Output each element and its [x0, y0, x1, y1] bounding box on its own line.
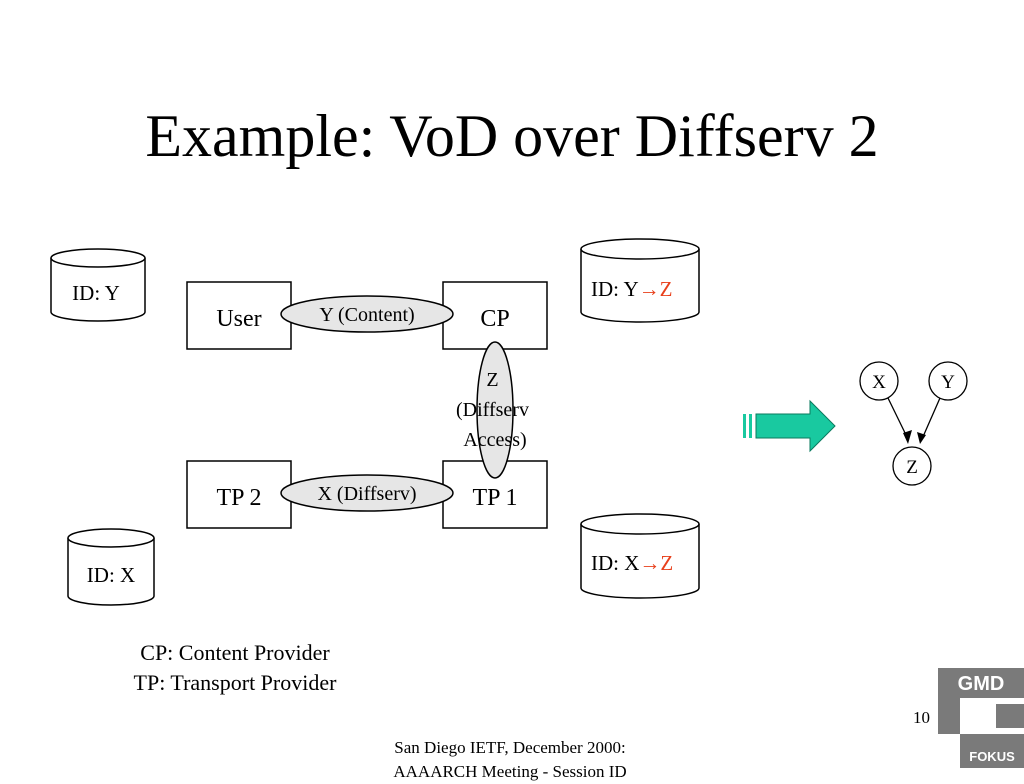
- legend-line: CP: Content Provider: [140, 640, 330, 665]
- cp-label: CP: [480, 306, 509, 332]
- tp1-id-label: ID: X→Z: [591, 551, 673, 575]
- legend-line: TP: Transport Provider: [133, 670, 337, 695]
- slide-title: Example: VoD over Diffserv 2: [145, 103, 879, 169]
- slide-footer: San Diego IETF, December 2000: AAAARCH M…: [360, 736, 660, 784]
- footer-line: AAAARCH Meeting - Session ID: [393, 762, 627, 781]
- abbreviation-legend: CP: Content Provider TP: Transport Provi…: [100, 638, 370, 698]
- green-arrow-icon: [743, 399, 836, 453]
- cp-id-database: ID: Y→Z: [580, 238, 700, 323]
- content-link-label: Y (Content): [319, 304, 414, 326]
- user-id-label: ID: Y: [72, 281, 120, 305]
- tree-node-x: X: [859, 361, 899, 401]
- cp-box: CP: [442, 281, 548, 350]
- tp2-id-database: ID: X: [67, 528, 155, 606]
- diffserv-link-label: X (Diffserv): [317, 483, 416, 505]
- user-box: User: [186, 281, 292, 350]
- user-label: User: [216, 306, 261, 332]
- tp1-id-database: ID: X→Z: [580, 513, 700, 599]
- access-link-label: Z (Diffserv Access): [456, 369, 534, 451]
- tree-node-y: Y: [928, 361, 968, 401]
- right-arrow-icon: →: [639, 551, 660, 575]
- svg-text:Z: Z: [906, 457, 918, 478]
- tp2-box: TP 2: [186, 460, 292, 529]
- tp2-label: TP 2: [216, 485, 261, 511]
- vod-diagram: ID: Y ID: Y→Z ID: X ID: X→Z User CP TP 2: [50, 238, 968, 606]
- page-number: 10: [913, 708, 930, 727]
- diffserv-link-oval: X (Diffserv): [280, 474, 454, 512]
- logo-bottom-text: FOKUS: [969, 749, 1015, 764]
- tree-node-z: Z: [892, 446, 932, 486]
- footer-line: San Diego IETF, December 2000:: [394, 738, 626, 757]
- gmd-fokus-logo: GMD FOKUS: [938, 668, 1024, 768]
- tp1-label: TP 1: [472, 485, 517, 511]
- tp2-id-label: ID: X: [87, 563, 135, 587]
- access-link-oval: Z (Diffserv Access): [456, 341, 534, 479]
- logo-top-text: GMD: [958, 673, 1005, 695]
- svg-text:Y: Y: [941, 372, 955, 393]
- cp-id-label: ID: Y→Z: [591, 277, 672, 301]
- svg-text:X: X: [872, 372, 886, 393]
- user-id-database: ID: Y: [50, 248, 146, 322]
- right-arrow-icon: →: [639, 277, 660, 301]
- id-tree: X Y Z: [859, 361, 968, 486]
- content-link-oval: Y (Content): [280, 295, 454, 333]
